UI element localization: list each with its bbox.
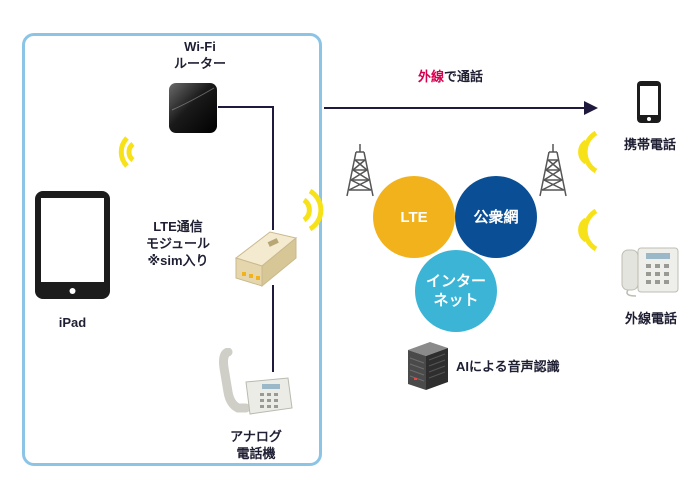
mobile-phone-label: 携帯電話 (623, 137, 676, 152)
wifi-signal-icon (574, 206, 616, 254)
lte-module-icon (230, 228, 300, 290)
lte-network-circle: LTE (373, 176, 455, 258)
wifi-router-label: Wi-Fi ルーター (173, 39, 226, 71)
outgoing-call-label: 外線で通話 (418, 66, 483, 85)
analog-phone-label: アナログ 電話機 (230, 429, 282, 461)
tablet-icon (34, 190, 111, 300)
lte-module-label: LTE通信 モジュール ※sim入り (145, 219, 211, 268)
public-network-circle: 公衆網 (455, 176, 537, 258)
smartphone-icon (636, 80, 662, 124)
server-icon (404, 338, 452, 392)
antenna-tower-icon (536, 142, 570, 198)
antenna-tower-icon (343, 142, 377, 198)
ai-voice-label: AIによる音声認識 (456, 359, 560, 374)
desk-phone-icon (620, 246, 680, 298)
wifi-signal-icon (115, 128, 163, 176)
outgoing-prefix: 外線 (418, 69, 445, 84)
arrow-head-icon (584, 101, 598, 115)
analog-phone-icon (218, 347, 294, 418)
landline-phone-label: 外線電話 (624, 311, 677, 326)
wifi-signal-icon (574, 128, 616, 176)
home-network-box (22, 33, 322, 466)
wifi-signal-icon (300, 186, 342, 234)
router-icon (168, 82, 218, 134)
ipad-label: iPad (58, 315, 87, 330)
router-module-line (218, 106, 274, 230)
outgoing-suffix: で通話 (444, 69, 484, 84)
internet-circle: インター ネット (415, 250, 497, 332)
